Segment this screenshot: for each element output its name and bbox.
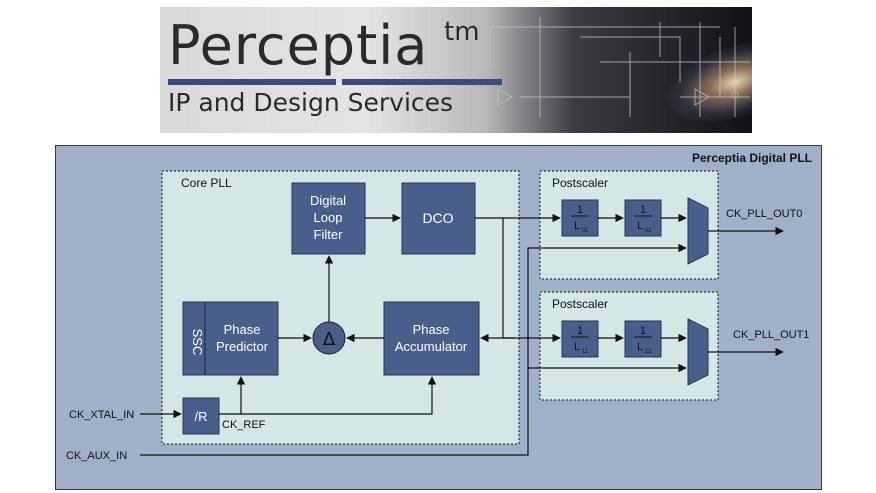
- loop-filter-line-3: Filter: [314, 227, 344, 242]
- l11-num: 1: [577, 325, 583, 337]
- divider-l12: 1 L 12: [624, 320, 662, 358]
- digital-loop-filter-block: Digital Loop Filter: [291, 182, 366, 255]
- ck-pll-out1-label: CK_PLL_OUT1: [733, 329, 809, 341]
- trademark-mark: tm: [444, 17, 480, 47]
- output-mux-0: [687, 197, 709, 265]
- l12-num: 1: [640, 325, 646, 337]
- brand-underline-right: [342, 79, 502, 85]
- ck-ref-label: CK_REF: [222, 419, 266, 431]
- core-pll-label: Core PLL: [181, 176, 232, 190]
- divider-r-label: /R: [195, 409, 208, 424]
- ck-pll-out0-label: CK_PLL_OUT0: [726, 208, 802, 220]
- divider-l11: 1 L 11: [561, 320, 599, 358]
- l02-den: L: [637, 220, 643, 232]
- ck-xtal-in-label: CK_XTAL_IN: [69, 409, 134, 421]
- l01-sub: 01: [582, 228, 589, 234]
- frame-title: Perceptia Digital PLL: [692, 151, 812, 165]
- phase-difference-node: Δ: [312, 321, 346, 355]
- phase-accumulator-line-2: Accumulator: [395, 339, 468, 354]
- wire-ckref-to-accumulator: [219, 376, 437, 415]
- wire-aux-to-mux0: [140, 243, 687, 456]
- l02-num: 1: [640, 204, 646, 216]
- dco-block: DCO: [401, 182, 476, 255]
- l11-den: L: [574, 341, 580, 353]
- ssc-label: SSC: [190, 329, 205, 356]
- divider-l02: 1 L 02: [624, 199, 662, 237]
- loop-filter-line-2: Loop: [314, 210, 343, 225]
- phase-accumulator-block: Phase Accumulator: [383, 301, 480, 376]
- l02-sub: 02: [645, 228, 652, 234]
- brand-underline-left: [168, 79, 336, 85]
- phase-predictor-block: SSC Phase Predictor: [182, 301, 279, 376]
- output-mux-1: [687, 318, 709, 386]
- brand-subtitle: IP and Design Services: [168, 88, 454, 117]
- phase-predictor-line-1: Phase: [224, 322, 261, 337]
- l01-num: 1: [577, 204, 583, 216]
- delta-symbol: Δ: [323, 329, 336, 350]
- l01-den: L: [574, 220, 580, 232]
- perceptia-banner: Perceptia tm IP and Design Services: [160, 7, 752, 133]
- l12-sub: 12: [645, 349, 652, 355]
- circuit-graphic: [489, 17, 750, 117]
- l12-den: L: [637, 341, 643, 353]
- ck-aux-in-label: CK_AUX_IN: [66, 450, 127, 462]
- brand-title: Perceptia: [168, 14, 429, 77]
- l11-sub: 11: [582, 349, 589, 355]
- loop-filter-line-1: Digital: [310, 193, 346, 208]
- postscaler-0-label: Postscaler: [552, 176, 608, 190]
- reference-divider-block: /R: [182, 397, 220, 435]
- dco-label: DCO: [422, 210, 453, 226]
- postscaler-1-label: Postscaler: [552, 297, 608, 311]
- phase-accumulator-line-1: Phase: [413, 322, 450, 337]
- divider-l01: 1 L 01: [561, 199, 599, 237]
- phase-predictor-line-2: Predictor: [216, 339, 269, 354]
